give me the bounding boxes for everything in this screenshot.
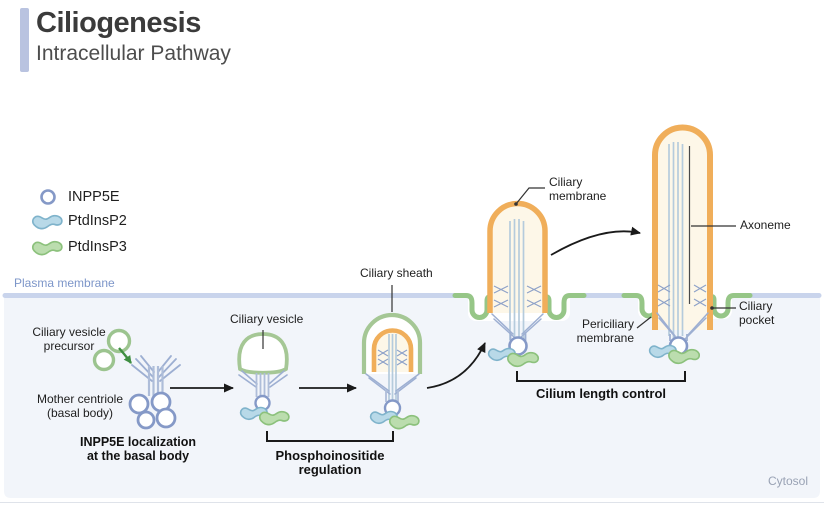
caption-line: at the basal body — [86, 449, 190, 463]
stage4-axoneme-lines — [509, 219, 525, 342]
caption-line: INPP5E localization — [79, 435, 196, 449]
stage2-ciliary-vesicle-structure — [237, 332, 290, 426]
caption-phosphoinositide-regulation: Phosphoinositide regulation — [275, 448, 385, 477]
label-line: pocket — [739, 312, 775, 327]
stage3-ciliary-sheath-structure — [361, 312, 423, 430]
stage3-transition-zone — [377, 349, 408, 366]
cytosol-region — [4, 296, 820, 498]
precursor-fusion-green-arrow — [118, 347, 132, 364]
leader-dot-ciliary-pocket — [710, 306, 714, 310]
label-line: membrane — [549, 188, 607, 203]
stage1-vesicle-precursors — [92, 328, 132, 372]
stage5-cilium — [648, 124, 713, 365]
page-title: Ciliogenesis — [36, 7, 201, 39]
label-line: (basal body) — [46, 405, 114, 420]
caption-inpp5e-localization: INPP5E localization at the basal body — [63, 435, 213, 463]
page-subtitle: Intracellular Pathway — [36, 42, 231, 65]
label-ciliary-vesicle: Ciliary vesicle — [230, 312, 304, 326]
label-ciliary-pocket: Ciliary pocket — [739, 299, 775, 327]
leader-periciliary-membrane — [636, 316, 652, 329]
leader-ciliary-membrane — [515, 187, 545, 205]
legend-glyphs — [31, 189, 63, 256]
bottom-divider — [0, 502, 824, 503]
legend-item-ptdinsp2: PtdInsP2 — [68, 213, 127, 229]
label-ciliary-vesicle-precursor: Ciliary vesicle precursor — [22, 325, 116, 353]
stage-progression-arrows — [170, 226, 641, 393]
stage4-transition-zone — [493, 285, 542, 308]
stage3-centriole-barrel — [385, 390, 399, 402]
arrow-stage3-to-stage4 — [426, 342, 486, 389]
label-axoneme: Axoneme — [740, 218, 791, 232]
legend-item-inpp5e: INPP5E — [68, 189, 120, 205]
stage4-basal-barrel — [509, 332, 527, 341]
inpp5e-marker-icon — [40, 189, 56, 205]
stage1-inpp5e-cluster — [128, 391, 177, 430]
stage2-vesicle-dome — [237, 332, 289, 375]
bracket-phosphoinositide-regulation — [266, 431, 394, 442]
ptdinsp3-blob-icon — [31, 240, 63, 256]
stage5-axoneme-lines — [668, 142, 684, 338]
label-line: Mother centriole — [36, 392, 124, 406]
stage2-distal-appendages — [238, 370, 288, 388]
label-ciliary-membrane: Ciliary membrane — [549, 175, 607, 203]
label-line: Periciliary — [581, 317, 634, 331]
stage5-appendage-fan — [656, 312, 709, 340]
leader-dot-ciliary-membrane — [514, 202, 518, 206]
stage4-ciliary-membrane-capsule — [487, 200, 548, 313]
plasma-membrane-label: Plasma membrane — [14, 276, 115, 290]
label-line: Ciliary vesicle — [32, 325, 106, 339]
caption-brackets — [266, 371, 686, 442]
label-line: precursor — [43, 338, 95, 353]
cytosol-label: Cytosol — [768, 474, 809, 488]
label-line: Ciliary — [549, 175, 583, 189]
label-leader-lines — [262, 187, 736, 349]
label-line: membrane — [576, 330, 634, 345]
label-ciliary-sheath: Ciliary sheath — [360, 266, 433, 280]
legend-item-ptdinsp3: PtdInsP3 — [68, 239, 127, 255]
label-periciliary-membrane: Periciliary membrane — [556, 317, 634, 345]
header-accent-bar — [20, 8, 29, 72]
bracket-cilium-length-control — [516, 371, 686, 382]
ptdinsp2-blob-icon — [31, 214, 63, 230]
stage2-centriole-barrel — [255, 373, 270, 398]
stage4-cilium — [487, 200, 548, 368]
arrow-stage4-to-stage5 — [550, 226, 641, 256]
stage5-transition-zone — [657, 284, 707, 307]
caption-cilium-length-control: Cilium length control — [536, 386, 666, 401]
label-line: Ciliary — [739, 299, 773, 313]
label-mother-centriole: Mother centriole (basal body) — [24, 392, 136, 420]
stage1-mother-centriole — [128, 355, 181, 430]
stage5-basal-barrel — [669, 334, 688, 341]
